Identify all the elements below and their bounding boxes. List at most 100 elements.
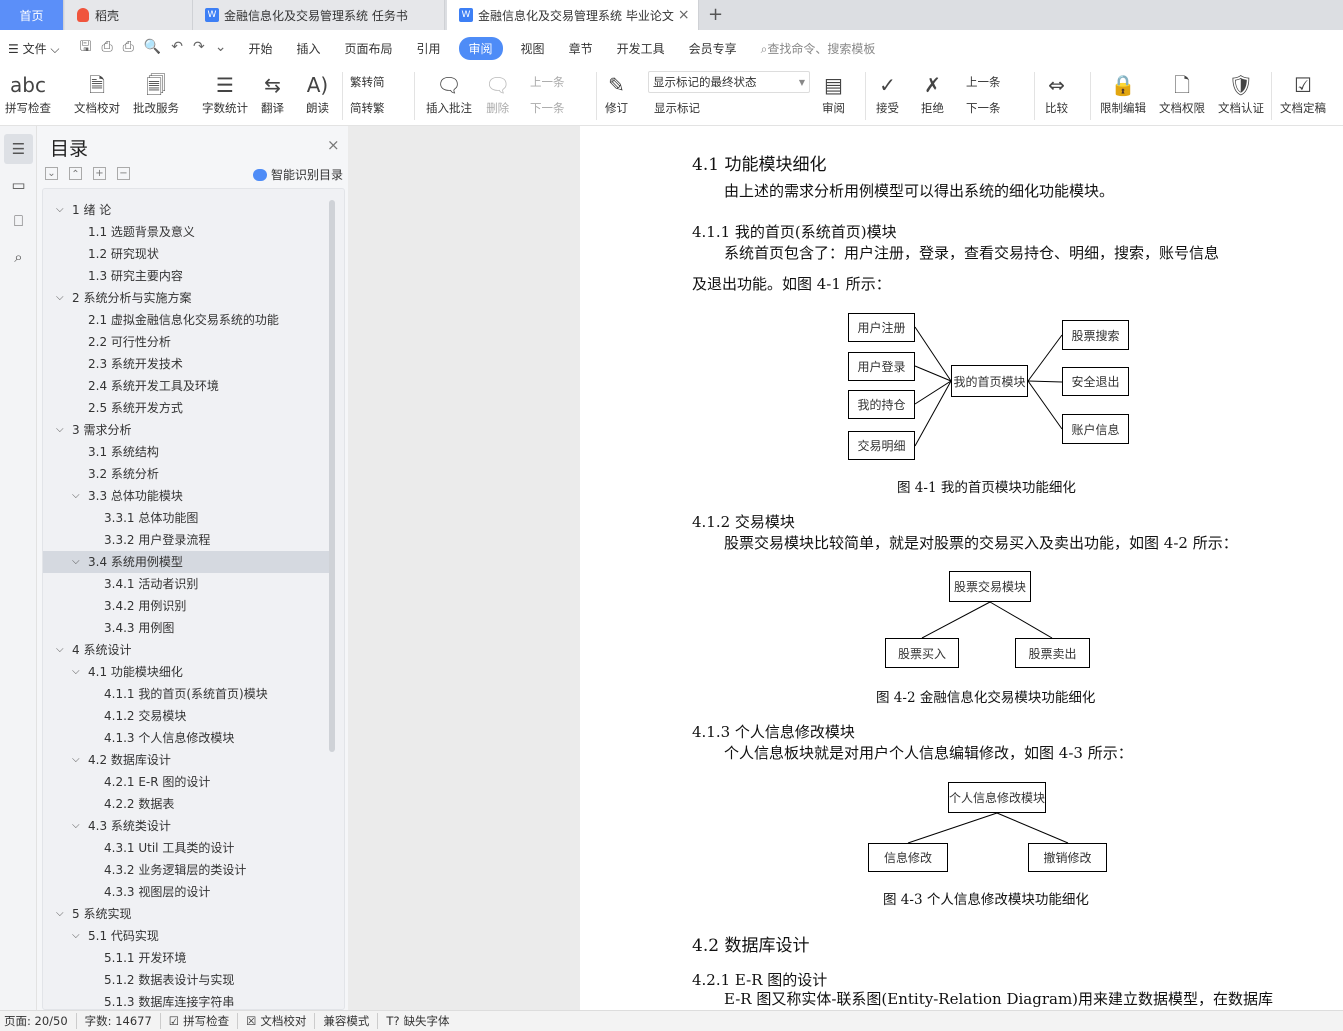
search-icon[interactable]: ⌕ (14, 248, 23, 266)
toc-item[interactable]: 2.5 系统开发方式 (43, 397, 329, 419)
toc-item[interactable]: 4.3.1 Util 工具类的设计 (43, 837, 329, 859)
toc-item[interactable]: 4.1.1 我的首页(系统首页)模块 (43, 683, 329, 705)
chevron-down-icon[interactable]: ⌵ (72, 556, 80, 567)
toc-item[interactable]: ⌵5.1 代码实现 (43, 925, 329, 947)
bookmark-icon[interactable]: ⎕ (13, 212, 23, 230)
menu-view[interactable]: 视图 (520, 41, 545, 56)
toc-item[interactable]: 4.3.3 视图层的设计 (43, 881, 329, 903)
toc-item[interactable]: 3.3.2 用户登录流程 (43, 529, 329, 551)
close-tab-icon[interactable]: × (677, 7, 690, 23)
toc-item[interactable]: 3.4.2 用例识别 (43, 595, 329, 617)
restrict-edit-button[interactable]: 🔒限制编辑 (1100, 70, 1146, 116)
toc-scrollbar[interactable] (329, 200, 335, 752)
toc-item[interactable]: ⌵3.4 系统用例模型 (43, 551, 329, 573)
prev-change-button[interactable]: 上一条 (966, 75, 1001, 89)
toc-item[interactable]: ⌵1 绪 论 (43, 199, 329, 221)
chevron-down-icon[interactable]: ⌵ (56, 204, 64, 215)
page-indicator[interactable]: 页面: 20/50 (0, 1013, 77, 1029)
toc-item[interactable]: ⌵3 需求分析 (43, 419, 329, 441)
demote-icon[interactable]: − (117, 167, 130, 180)
toc-item[interactable]: ⌵5 系统实现 (43, 903, 329, 925)
file-menu[interactable]: ☰ 文件 ⌵ (8, 41, 60, 56)
prev-comment-button[interactable]: 上一条 (530, 75, 565, 89)
grading-button[interactable]: 🗐批改服务 (133, 70, 179, 116)
chevron-down-icon[interactable]: ⌵ (72, 490, 80, 501)
delete-comment-button[interactable]: 🗨删除 (485, 70, 510, 116)
menu-layout[interactable]: 页面布局 (344, 41, 393, 56)
toc-item[interactable]: 5.1.2 数据表设计与实现 (43, 969, 329, 991)
toc-item[interactable]: ⌵4.2 数据库设计 (43, 749, 329, 771)
quick-access-icons[interactable]: 🖫⎙⎙🔍↶↷⌄ (79, 39, 237, 55)
proofread-toggle[interactable]: ☒文档校对 (238, 1013, 316, 1029)
track-changes-button[interactable]: ✎修订 (605, 70, 628, 116)
toc-item[interactable]: ⌵4.1 功能模块细化 (43, 661, 329, 683)
new-tab-button[interactable]: + (708, 4, 724, 25)
toc-item[interactable]: 3.4.3 用例图 (43, 617, 329, 639)
toc-item[interactable]: 5.1.3 数据库连接字符串 (43, 991, 329, 1009)
proofread-button[interactable]: 🗎文档校对 (74, 70, 120, 116)
next-comment-button[interactable]: 下一条 (530, 101, 565, 115)
doc-auth-button[interactable]: 🛡文档认证 (1218, 70, 1264, 116)
next-change-button[interactable]: 下一条 (966, 101, 1001, 115)
menu-insert[interactable]: 插入 (296, 41, 321, 56)
toc-item[interactable]: 3.3.1 总体功能图 (43, 507, 329, 529)
command-search[interactable]: ⌕查找命令、搜索模板 (760, 41, 876, 56)
toc-item[interactable]: 1.2 研究现状 (43, 243, 329, 265)
toc-item[interactable]: ⌵3.3 总体功能模块 (43, 485, 329, 507)
menu-review[interactable]: 审阅 (458, 36, 503, 60)
expand-all-icon[interactable]: ⌄ (45, 167, 58, 180)
toc-item[interactable]: 1.3 研究主要内容 (43, 265, 329, 287)
accept-button[interactable]: ✓接受 (876, 70, 899, 116)
finalize-button[interactable]: ☑文档定稿 (1280, 70, 1326, 116)
menu-section[interactable]: 章节 (568, 41, 593, 56)
toc-item[interactable]: 4.3.2 业务逻辑层的类设计 (43, 859, 329, 881)
collapse-all-icon[interactable]: ⌃ (69, 167, 82, 180)
smart-toc-button[interactable]: 智能识别目录 (253, 166, 343, 183)
chevron-down-icon[interactable]: ⌵ (72, 930, 80, 941)
markup-state-select[interactable]: 显示标记的最终状态▼ (648, 71, 810, 93)
menu-references[interactable]: 引用 (416, 41, 441, 56)
toc-item[interactable]: 3.2 系统分析 (43, 463, 329, 485)
trad-to-simp-button[interactable]: 繁转简 (350, 75, 385, 89)
toc-item[interactable]: 2.3 系统开发技术 (43, 353, 329, 375)
menu-member[interactable]: 会员专享 (688, 41, 737, 56)
toc-item[interactable]: 4.1.2 交易模块 (43, 705, 329, 727)
show-markup-button[interactable]: 显示标记 (654, 101, 700, 115)
reject-button[interactable]: ✗拒绝 (921, 70, 944, 116)
chevron-down-icon[interactable]: ⌵ (56, 908, 64, 919)
toc-item[interactable]: 2.2 可行性分析 (43, 331, 329, 353)
chevron-down-icon[interactable]: ⌵ (56, 292, 64, 303)
read-aloud-button[interactable]: A)朗读 (306, 70, 329, 116)
chevron-down-icon[interactable]: ⌵ (56, 644, 64, 655)
toc-item[interactable]: 2.4 系统开发工具及环境 (43, 375, 329, 397)
chevron-down-icon[interactable]: ⌵ (72, 754, 80, 765)
translate-button[interactable]: ⇆翻译 (261, 70, 284, 116)
toc-item[interactable]: ⌵4 系统设计 (43, 639, 329, 661)
simp-to-trad-button[interactable]: 简转繁 (350, 101, 385, 115)
spell-check-toggle[interactable]: ☑拼写检查 (161, 1013, 239, 1029)
chevron-down-icon[interactable]: ⌵ (72, 820, 80, 831)
toc-item[interactable]: 1.1 选题背景及意义 (43, 221, 329, 243)
menu-developer[interactable]: 开发工具 (616, 41, 665, 56)
toc-panel-icon[interactable]: ☰ (4, 134, 33, 164)
review-pane-button[interactable]: ▤审阅 (822, 70, 845, 116)
toc-item[interactable]: 4.1.3 个人信息修改模块 (43, 727, 329, 749)
toc-item[interactable]: 3.1 系统结构 (43, 441, 329, 463)
insert-comment-button[interactable]: 🗨插入批注 (426, 70, 472, 116)
chevron-down-icon[interactable]: ⌵ (56, 424, 64, 435)
chevron-down-icon[interactable]: ⌵ (72, 666, 80, 677)
word-count[interactable]: 字数: 14677 (77, 1013, 161, 1029)
toc-item[interactable]: 4.2.1 E-R 图的设计 (43, 771, 329, 793)
toc-item[interactable]: 4.2.2 数据表 (43, 793, 329, 815)
doc-permission-button[interactable]: 🗋文档权限 (1159, 70, 1205, 116)
compare-button[interactable]: ⇔比较 (1045, 70, 1068, 116)
toc-item[interactable]: ⌵2 系统分析与实施方案 (43, 287, 329, 309)
missing-fonts-button[interactable]: T?缺失字体 (386, 1014, 450, 1028)
word-count-button[interactable]: ☰字数统计 (202, 70, 248, 116)
toc-item[interactable]: ⌵4.3 系统类设计 (43, 815, 329, 837)
tab-home[interactable]: 首页 (0, 0, 64, 30)
menu-start[interactable]: 开始 (248, 41, 273, 56)
